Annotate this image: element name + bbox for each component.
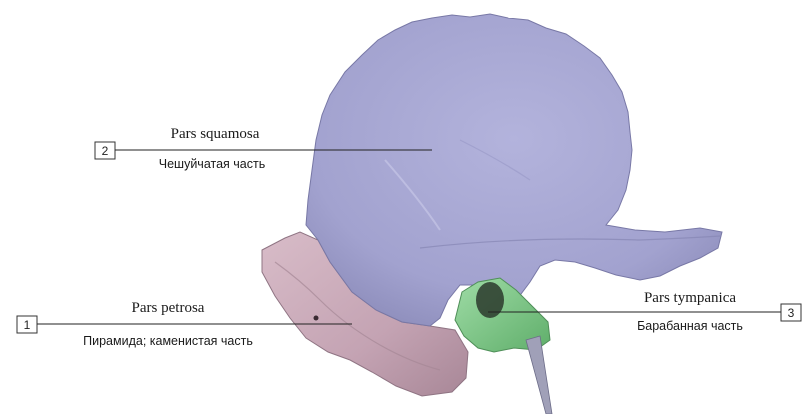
label-number: 2 xyxy=(102,144,109,158)
label-number: 1 xyxy=(24,318,31,332)
label-latin: Pars tympanica xyxy=(644,290,736,306)
petrosa-foramen xyxy=(314,316,319,321)
label-russian: Барабанная часть xyxy=(637,319,743,333)
label-latin: Pars petrosa xyxy=(132,300,205,316)
styloid-process xyxy=(526,336,552,414)
label-number: 3 xyxy=(788,306,795,320)
external-acoustic-meatus xyxy=(476,282,504,318)
label-russian: Пирамида; каменистая часть xyxy=(83,334,253,348)
label-russian: Чешуйчатая часть xyxy=(159,157,265,171)
label-latin: Pars squamosa xyxy=(171,126,260,142)
